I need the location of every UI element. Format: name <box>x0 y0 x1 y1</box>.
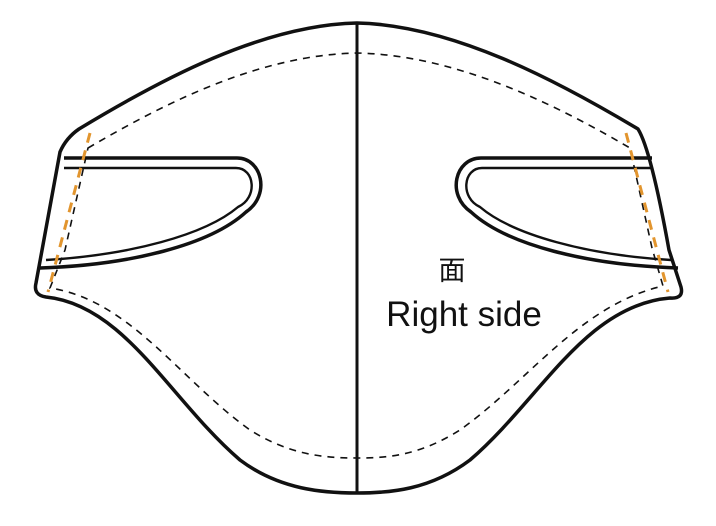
side-label-chinese: 面 <box>439 256 466 287</box>
right-ear-slot-inner <box>465 166 672 262</box>
right-ear-slot-outer <box>454 156 679 270</box>
mask-outline <box>33 21 684 495</box>
side-label-english: Right side <box>386 295 542 334</box>
left-fold-line <box>46 132 92 293</box>
left-ear-slot-outer <box>39 156 263 270</box>
seam-allowance-line <box>48 52 665 459</box>
right-fold-line <box>624 132 670 293</box>
left-ear-slot-inner <box>45 166 253 262</box>
